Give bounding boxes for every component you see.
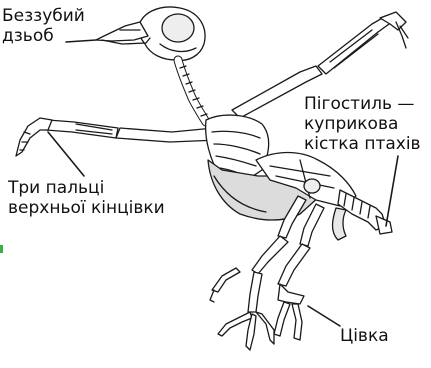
- label-pygostyle-line1: Пігостиль —: [304, 94, 421, 114]
- label-fingers-line1: Три пальці: [8, 178, 165, 198]
- label-pygostyle-line2: куприкова: [304, 114, 421, 134]
- edge-marker: [0, 245, 3, 253]
- label-tarsus: Цівка: [340, 326, 389, 346]
- label-fingers: Три пальці верхньої кінцівки: [8, 178, 165, 218]
- left-wing: [16, 118, 218, 156]
- pygostyle-leader-line: [386, 156, 398, 226]
- fingers-leader-line: [48, 132, 84, 176]
- label-beak-line2: дзьоб: [2, 26, 85, 46]
- tarsus-leader-line: [308, 306, 340, 326]
- label-beak: Беззубий дзьоб: [2, 6, 85, 46]
- beak: [96, 22, 150, 44]
- skull: [138, 7, 205, 60]
- neck-vertebrae: [178, 60, 207, 122]
- label-fingers-line2: верхньої кінцівки: [8, 198, 165, 218]
- label-pygostyle-line3: кістка птахів: [304, 134, 421, 154]
- label-tarsus-line1: Цівка: [340, 326, 389, 346]
- label-beak-line1: Беззубий: [2, 6, 85, 26]
- label-pygostyle: Пігостиль — куприкова кістка птахів: [304, 94, 421, 154]
- tail-pygostyle: [333, 190, 393, 240]
